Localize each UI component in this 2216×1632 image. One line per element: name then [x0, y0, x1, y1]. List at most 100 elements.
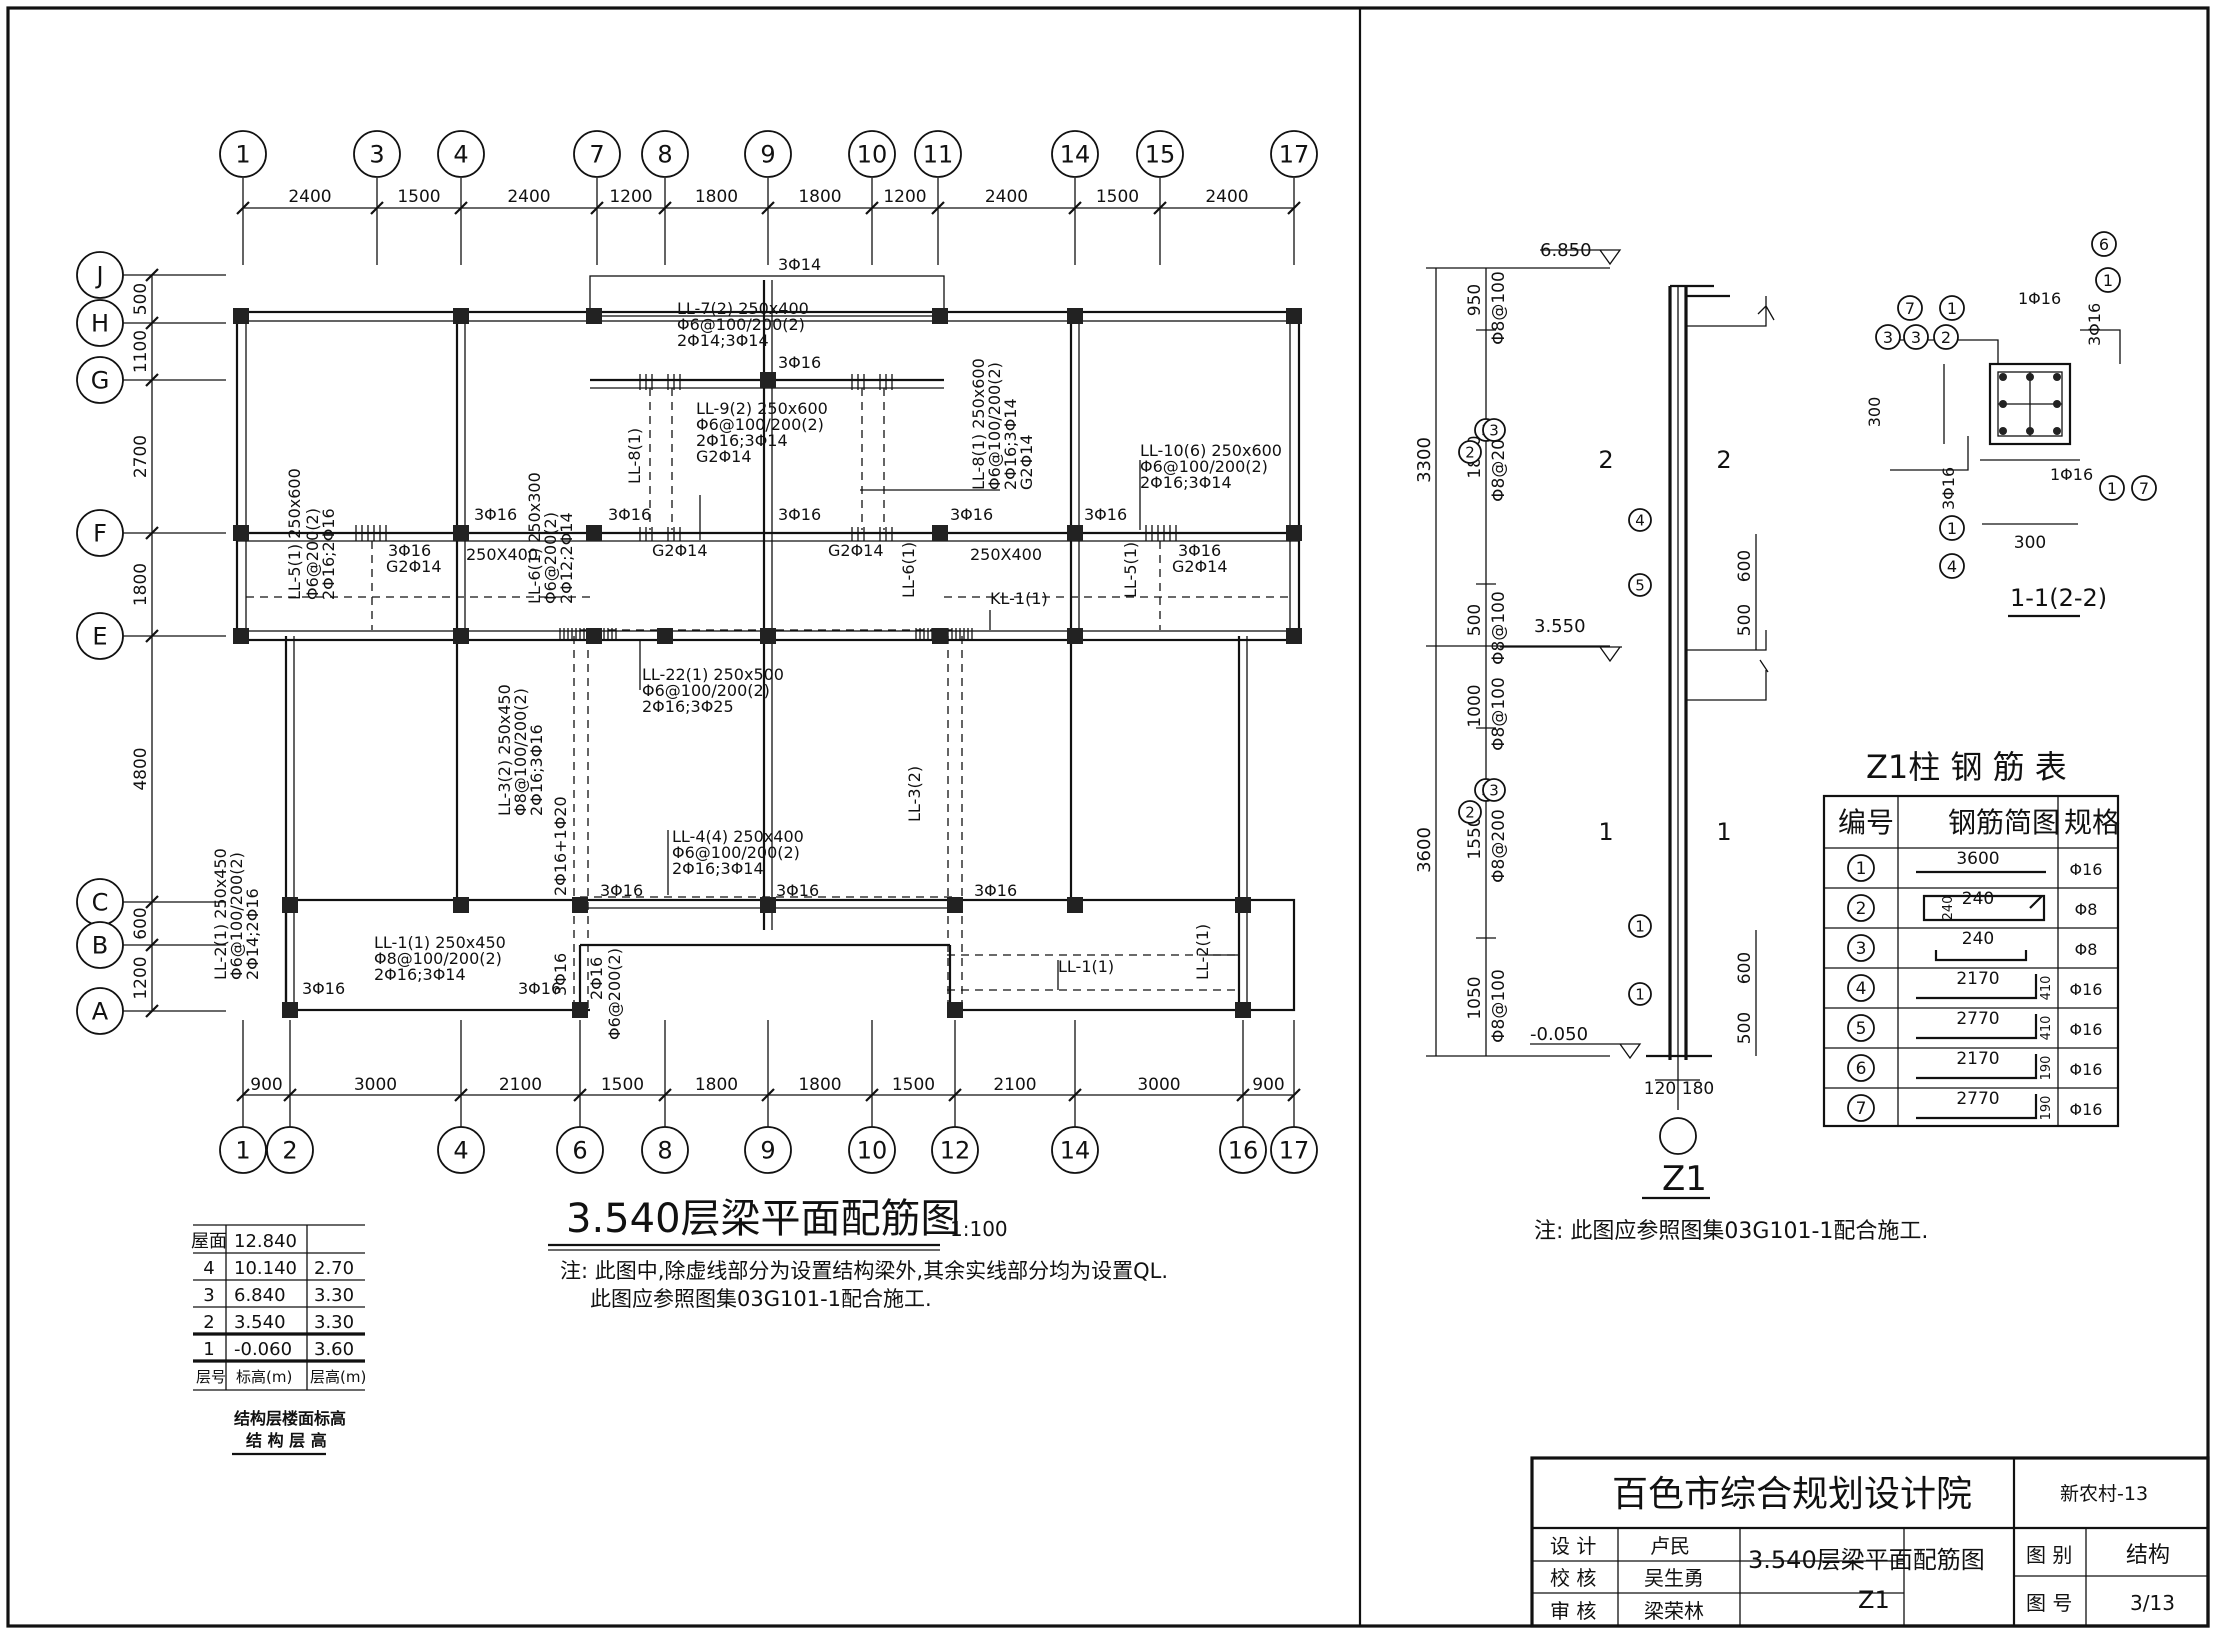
rebar-no-circle — [1847, 1094, 1875, 1122]
column — [657, 628, 673, 644]
dim-tick — [145, 373, 159, 387]
column — [1235, 897, 1251, 913]
grid-bubble-bottom: 1 — [235, 1137, 250, 1165]
tb-category-value: 结构 — [2126, 1543, 2170, 1568]
dim-tick — [283, 1088, 297, 1102]
tb-category-label: 图 别 — [2026, 1543, 2072, 1567]
dim-bottom: 900 — [250, 1075, 282, 1095]
dim-left: 500 — [131, 283, 151, 315]
beam-annotations: LL-7(2) 250x400Φ6@100/200(2)2Φ14;3Φ143Φ1… — [302, 255, 1282, 998]
hatch-F-15 — [1145, 525, 1177, 541]
beam-label: 3Φ16 — [950, 505, 993, 524]
hatch-F-8 — [639, 527, 681, 541]
grid-bubble-left-circle — [76, 299, 124, 347]
rebar-dim: 240 — [1962, 889, 1994, 909]
rebar-table-title: Z1柱 钢 筋 表 — [1866, 748, 2067, 786]
grid-bubble-top: 4 — [453, 141, 468, 169]
rebar-dot — [1999, 427, 2007, 435]
beam-label: KL-1(1) — [990, 589, 1048, 608]
grid-bubble-bottom-circle — [1270, 1126, 1318, 1174]
rebar-no: 6 — [1856, 1059, 1867, 1079]
rebar-shape — [1922, 894, 2046, 922]
rebar-spec: Φ16 — [2070, 980, 2103, 999]
grid-bubble-top-circle — [573, 130, 621, 178]
beam-label: 3Φ16 — [302, 979, 345, 998]
section-label: 1Φ16 — [2050, 465, 2093, 484]
tb-number-label: 图 号 — [2026, 1591, 2072, 1615]
beam-label: 3Φ16 — [1084, 505, 1127, 524]
rebar-side: 410 — [2039, 976, 2054, 1001]
grid-bubble-top-circle — [353, 130, 401, 178]
grid-bubble-bottom-circle — [219, 1126, 267, 1174]
dim-tick — [1068, 201, 1082, 215]
dim-left: 1100 — [131, 330, 151, 373]
floor-height: 2.70 — [314, 1258, 354, 1279]
dim-tick — [658, 1088, 672, 1102]
section-callout-circle — [1903, 324, 1929, 350]
rebar-side: 410 — [2039, 1016, 2054, 1041]
beam-label: 2Φ14;3Φ14 — [677, 331, 769, 350]
elev-right-dim: 600 — [1735, 952, 1755, 984]
rebar-dot — [2026, 373, 2034, 381]
rt-h-shape: 钢筋简图 — [1948, 806, 2060, 839]
dim-tick — [145, 895, 159, 909]
rebar-no-circle — [1847, 1054, 1875, 1082]
hatch-F-10 — [851, 527, 893, 541]
beam-label-vertical: 2Φ16;3Φ16 — [527, 724, 546, 816]
rebar-dot — [2053, 427, 2061, 435]
beam-label: 3Φ16 — [600, 881, 643, 900]
column — [1067, 628, 1083, 644]
ft-h2: 标高(m) — [236, 1368, 292, 1386]
elev-zone-rebar: Φ8@100 — [1489, 591, 1509, 665]
elev-zone-dim: 1000 — [1465, 684, 1485, 727]
level-marker-mid — [1500, 646, 1622, 663]
dim-tick — [145, 526, 159, 540]
level-marker-top — [1540, 249, 1622, 266]
rebar-shape — [1916, 1054, 2038, 1080]
beam-label: LL-1(1) — [1058, 957, 1114, 976]
rebar-no-circle — [1847, 1014, 1875, 1042]
rebar-no-circle — [1847, 974, 1875, 1002]
elev-zone-rebar: Φ8@200 — [1489, 809, 1509, 883]
section-mark: 2 — [1716, 446, 1731, 474]
grid-bubble-left: B — [92, 932, 108, 960]
grid-bubble-left: H — [91, 310, 109, 338]
column — [947, 1002, 963, 1018]
section-callout-circle — [2099, 475, 2125, 501]
dim-bottom: 3000 — [1137, 1075, 1180, 1095]
column — [932, 628, 948, 644]
section-mark: 1 — [1716, 818, 1731, 846]
beam-label-vertical: Φ6@100/200(2) — [227, 852, 246, 980]
column — [233, 628, 249, 644]
column-elevation: Z1 6.8503.550-0.05033003600950Φ8@1001850… — [1414, 240, 1928, 1244]
beam-label-vertical: LL-3(2) 250x450 — [495, 684, 514, 816]
rebar-rows: 13600Φ162240Φ82403240Φ842170Φ1641052770Φ… — [1824, 849, 2118, 1122]
stair-projection — [589, 275, 945, 317]
ft-caption-2: 结 构 层 高 — [245, 1431, 327, 1450]
section-callout: 7 — [2139, 479, 2149, 498]
section-callout: 4 — [1947, 557, 1957, 576]
beam-label-vertical: LL-2(1) — [1193, 924, 1212, 980]
section-mark: 2 — [1598, 446, 1613, 474]
beam-label-vertical: LL-8(1) — [625, 428, 644, 484]
plan-title: 3.540层梁平面配筋图 — [566, 1196, 961, 1242]
elev-dim-left: 3600 — [1414, 827, 1435, 873]
rebar-spec: Φ16 — [2070, 860, 2103, 879]
tb-company: 百色市综合规划设计院 — [1612, 1474, 1972, 1515]
plan-note-2: 此图应参照图集03G101-1配合施工. — [590, 1287, 932, 1311]
dim-tick — [1287, 1088, 1301, 1102]
grid-bubble-top: 15 — [1145, 141, 1176, 169]
dim-left: 4800 — [131, 747, 151, 790]
grid-bubble-bottom: 17 — [1279, 1137, 1310, 1165]
ft-caption-1: 结构层楼面标高 — [233, 1409, 346, 1428]
elev-dim-left: 3300 — [1414, 437, 1435, 483]
dim-tick — [658, 201, 672, 215]
elev-callout: 1 — [1635, 917, 1645, 935]
section-callout: 1 — [2103, 271, 2113, 290]
column — [932, 525, 948, 541]
dim-top: 2400 — [507, 187, 550, 207]
slab-break-mid — [1686, 630, 1769, 701]
